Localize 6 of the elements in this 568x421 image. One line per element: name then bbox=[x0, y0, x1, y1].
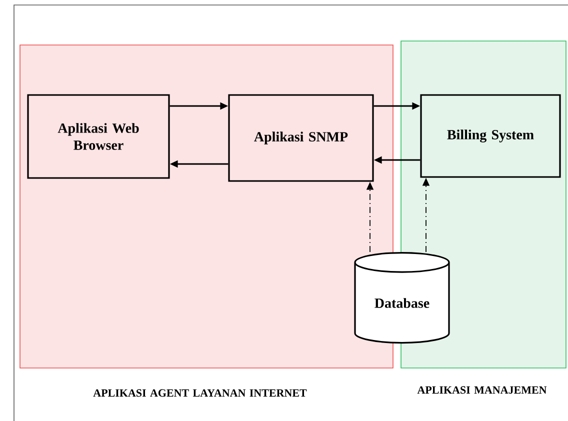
process-box: Billing System bbox=[420, 94, 561, 178]
database-cylinder: Database bbox=[354, 252, 450, 344]
process-box: Aplikasi Web Browser bbox=[27, 94, 170, 179]
region-label: APLIKASI MANAJEMEN bbox=[417, 386, 547, 394]
process-box: Aplikasi SNMP bbox=[228, 94, 374, 182]
region-label: APLIKASI AGENT LAYANAN INTERNET bbox=[93, 389, 307, 397]
